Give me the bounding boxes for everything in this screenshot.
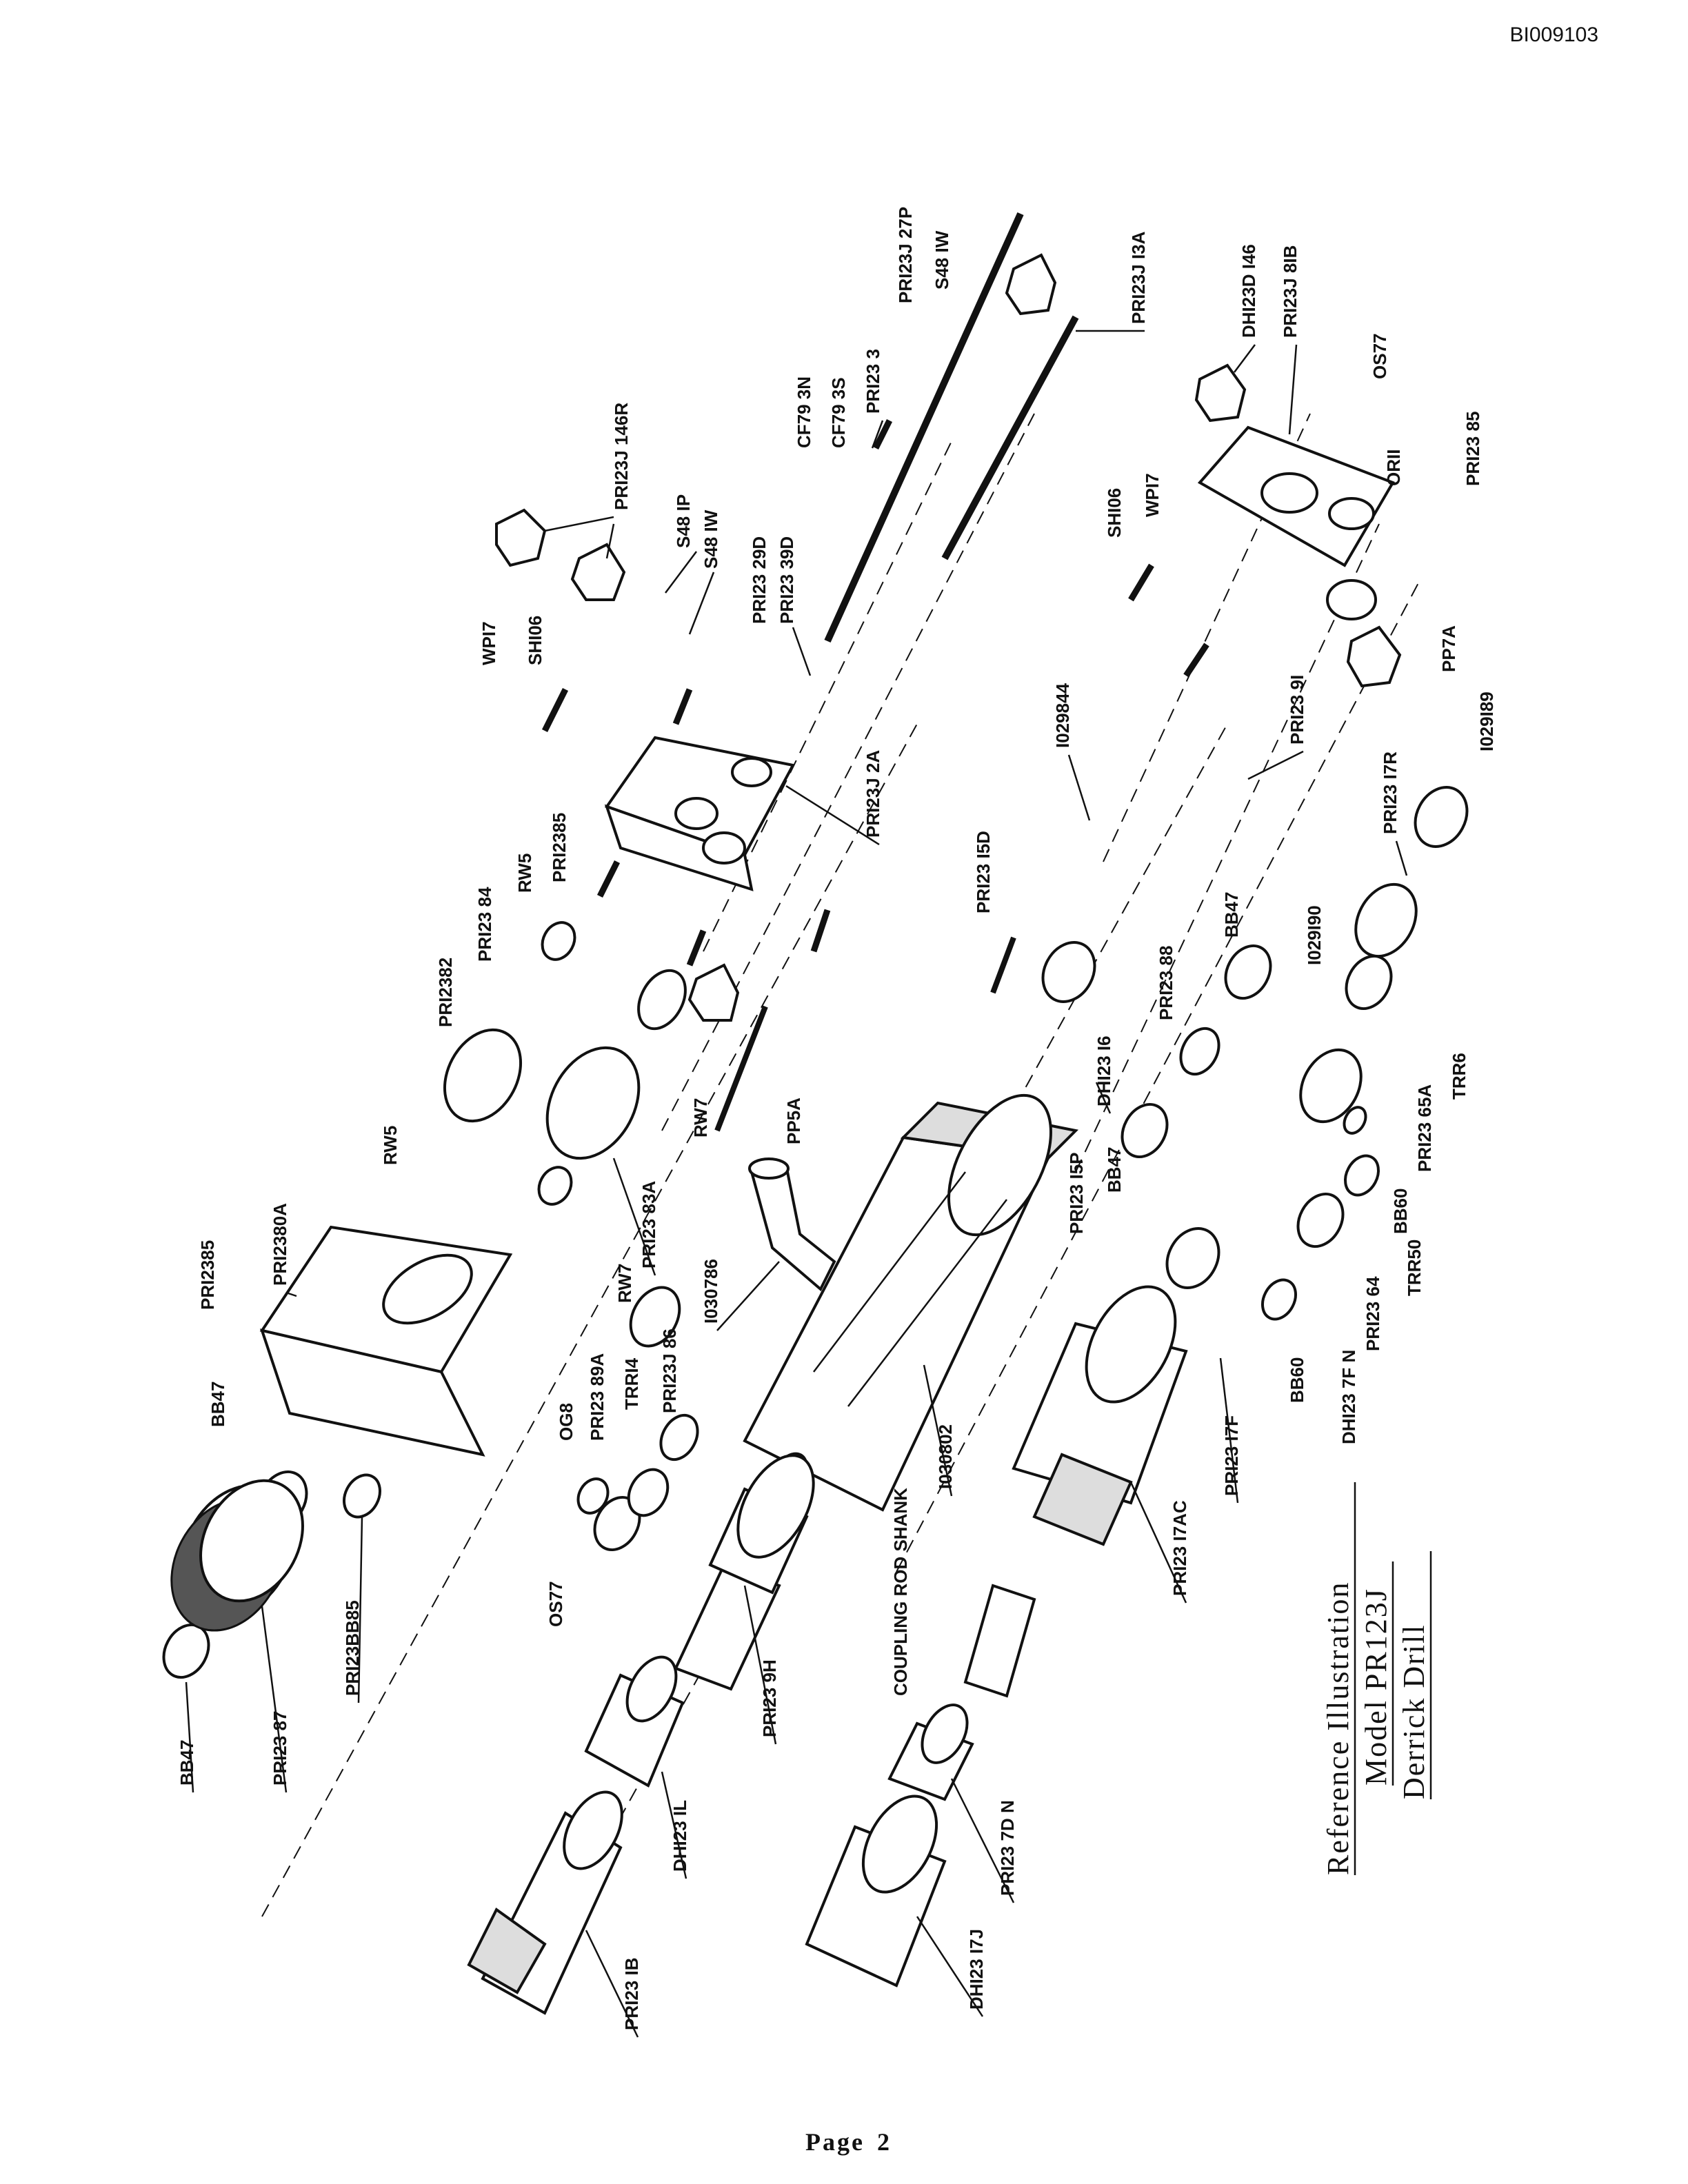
label-os77-a: OS77: [1369, 334, 1390, 380]
label-rw7-a: RW7: [690, 1098, 711, 1138]
label-s48-1w-b: S48 IW: [932, 230, 952, 290]
label-sh106-a: SHI06: [525, 616, 545, 665]
label-pri23j-81b: PRI23J 8IB: [1280, 245, 1300, 338]
valve-body: [604, 736, 796, 891]
page-label: Page: [805, 2128, 865, 2156]
label-pp7a: PP7A: [1438, 625, 1459, 672]
label-dhi23-16: DHI23 I6: [1094, 1035, 1114, 1106]
label-pri23-17r: PRI23 I7R: [1380, 751, 1400, 834]
label-s48-1p: S48 IP: [673, 494, 694, 548]
label-trr6: TRR6: [1449, 1053, 1469, 1100]
label-bb60-a: BB60: [1390, 1189, 1411, 1234]
label-pri23-83a: PRI23 83A: [639, 1181, 659, 1268]
label-os77-b: OS77: [545, 1581, 566, 1628]
title-block: Reference Illustration Model PR123J Derr…: [1321, 1482, 1432, 1875]
label-pri23j-86: PRI23J 86: [659, 1328, 680, 1413]
label-bb47-a: BB47: [1221, 892, 1242, 938]
label-pri23j-2a: PRI23J 2A: [863, 750, 883, 838]
bearings-and-rings: [162, 786, 1469, 1679]
title-line-3: Derrick Drill: [1397, 1624, 1431, 1799]
label-1029844: I029844: [1052, 682, 1073, 748]
label-bb47-c: BB47: [208, 1382, 228, 1427]
gears: [170, 1027, 1363, 1632]
label-cf79-3s: CF79 3S: [828, 377, 849, 448]
label-pri23-64: PRI23 64: [1363, 1276, 1383, 1351]
label-cf79-3n: CF79 3N: [794, 376, 814, 448]
chuck-part: [887, 1703, 974, 1801]
title-line-2: Model PR123J: [1359, 1588, 1393, 1786]
main-cylinder-housing: [743, 1093, 1079, 1513]
label-pp5a: PP5A: [783, 1098, 804, 1144]
label-pri23-39d: PRI23 39D: [776, 536, 797, 624]
label-bb47-b: BB47: [1104, 1147, 1125, 1193]
label-pri2385-b: PRI2385: [197, 1240, 218, 1310]
sleeve-dhi23-1l: [584, 1655, 685, 1788]
label-rw5-a: RW5: [514, 853, 535, 893]
front-tube: [467, 1790, 623, 2015]
coupling-rod-shank: [963, 1584, 1036, 1698]
label-coupling-rod-shank: COUPLING ROD SHANK: [890, 1488, 911, 1696]
label-pri23-7d-n: PRI23 7D N: [997, 1800, 1018, 1896]
spline-shaft: [674, 1454, 815, 1691]
page-number: Page 2: [805, 2127, 904, 2156]
part-labels: PRI23J 146R S48 IP S48 IW WPI7 SHI06 PRI…: [177, 207, 1497, 2038]
label-bb60-b: BB60: [1287, 1357, 1307, 1403]
page-number-value: 2: [876, 2128, 892, 2156]
label-og8: OG8: [556, 1403, 576, 1441]
label-pri2380a: PRI2380A: [270, 1203, 290, 1286]
label-sh106-b: SHI06: [1104, 488, 1125, 538]
label-or11: ORII: [1383, 449, 1404, 486]
label-trr14: TRRI4: [621, 1357, 642, 1410]
label-dhi23d-146: DHI23D I46: [1238, 244, 1259, 338]
label-pri23-88: PRI23 88: [1156, 946, 1176, 1020]
label-pri2382: PRI2382: [435, 958, 456, 1027]
elbow-fitting: [748, 1157, 836, 1292]
label-1029190: I029I90: [1304, 905, 1325, 965]
label-dhi23-7f-n: DHI23 7F N: [1338, 1350, 1359, 1444]
label-trr50: TRR50: [1404, 1240, 1425, 1296]
label-pri23-91: PRI23 9I: [1287, 675, 1307, 745]
hex-nuts: [495, 253, 1402, 1022]
label-pri23j-13a: PRI23J I3A: [1128, 231, 1149, 324]
label-pri23-65a: PRI23 65A: [1414, 1084, 1435, 1172]
end-cover: [1197, 425, 1395, 620]
label-wp17-b: WPI7: [1142, 473, 1163, 517]
label-wp17-a: WPI7: [479, 621, 499, 665]
label-pri23-17ac: PRI23 I7AC: [1169, 1500, 1190, 1596]
label-pri23-15p: PRI23 I5P: [1066, 1152, 1087, 1234]
label-pri23-1b: PRI23 IB: [621, 1958, 642, 2031]
tie-rods: [714, 212, 1079, 1132]
label-pri2385-a: PRI2385: [549, 813, 570, 882]
label-bb47-d: BB47: [177, 1740, 197, 1786]
label-pri23-15d: PRI23 I5D: [973, 831, 994, 913]
label-pri23j-146r: PRI23J 146R: [611, 403, 632, 510]
label-pri23-84: PRI23 84: [474, 887, 495, 962]
label-pri23-29d: PRI23 29D: [749, 536, 770, 624]
label-pri23-3: PRI23 3: [863, 349, 883, 414]
label-pri23-89a: PRI23 89A: [587, 1353, 607, 1441]
label-rw7-b: RW7: [614, 1264, 635, 1303]
label-pri23-85-a: PRI23 85: [1463, 412, 1483, 486]
document-id: BI009103: [1509, 23, 1598, 46]
chuck-nut: [805, 1794, 947, 1988]
label-1030786: I030786: [701, 1259, 721, 1324]
rear-gear-housing: [259, 1225, 513, 1457]
label-1029189: I029I89: [1476, 691, 1497, 751]
bolts: [541, 418, 1209, 967]
label-s48-1w-a: S48 IW: [701, 509, 721, 569]
title-line-1: Reference Illustration: [1321, 1581, 1355, 1875]
label-pri23-9h: PRI23 9H: [759, 1659, 780, 1737]
front-head: [1012, 1285, 1188, 1546]
label-dhi23-1l: DHI23 IL: [670, 1800, 690, 1872]
assembly-axis-lines: [261, 413, 1421, 1917]
label-rw5-b: RW5: [380, 1126, 401, 1165]
label-pri23j-27p: PRI23J 27P: [895, 207, 916, 303]
